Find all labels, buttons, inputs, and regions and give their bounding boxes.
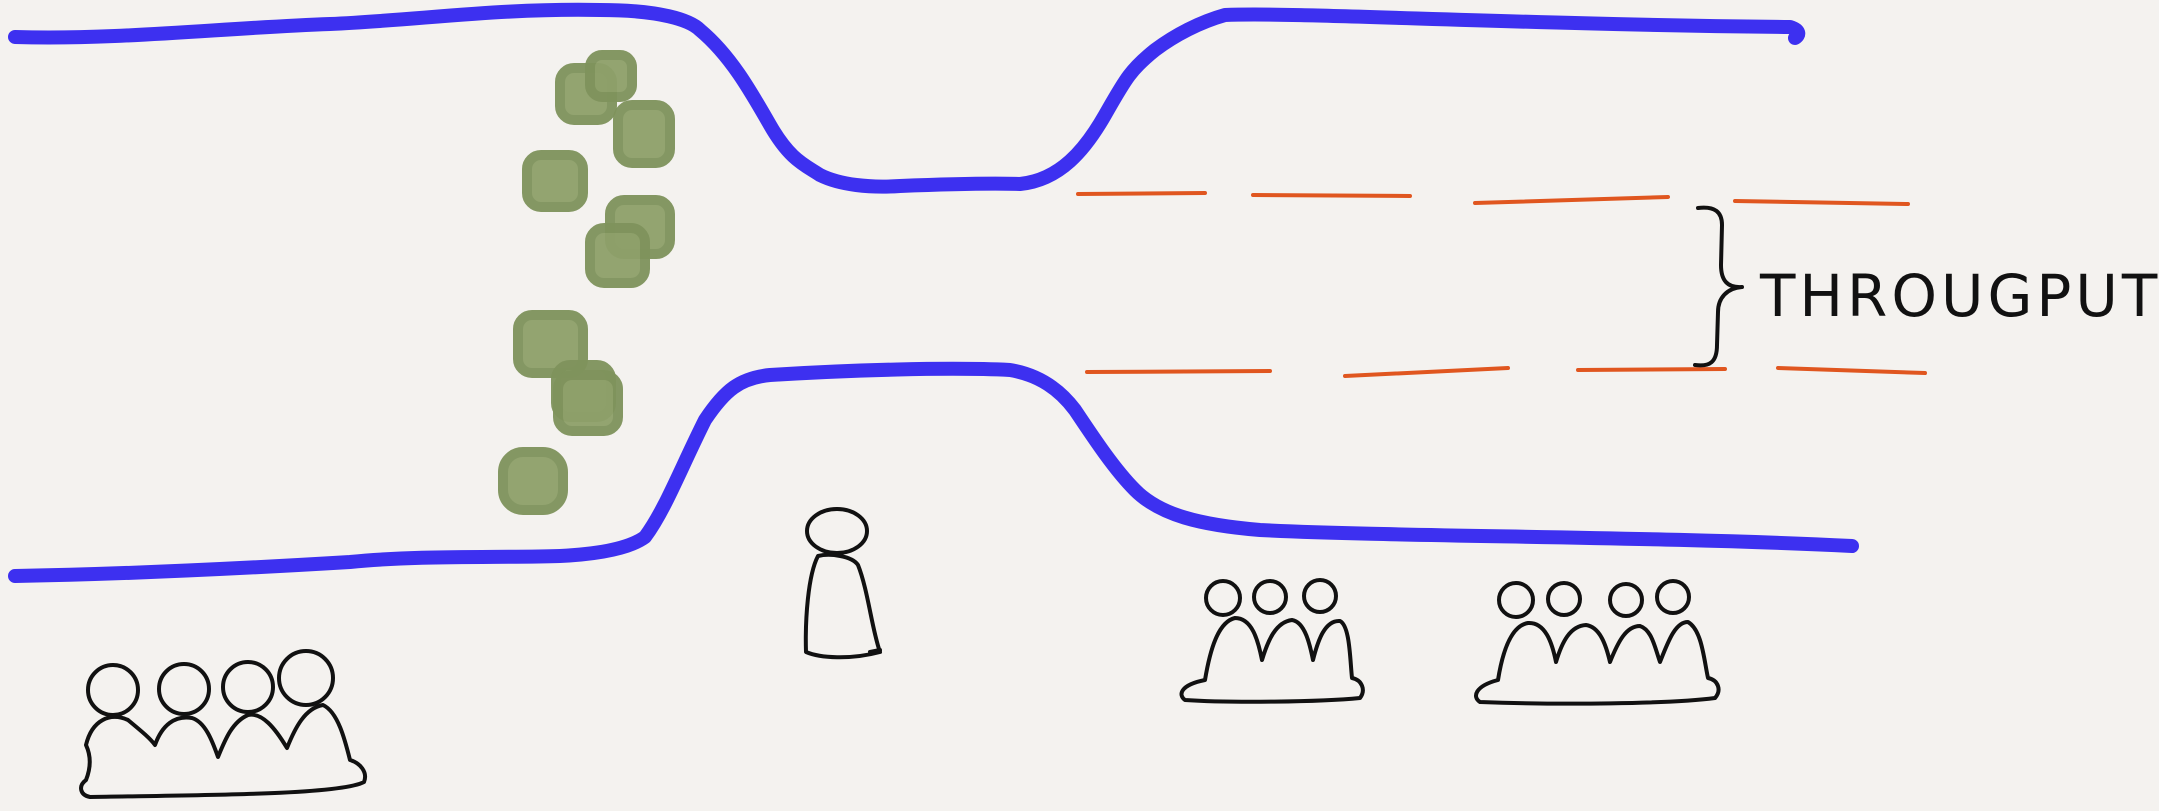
people-group-four-icon <box>1476 581 1719 704</box>
throughput-lower-line <box>1087 368 1925 376</box>
block-icon <box>558 375 618 431</box>
people-group-left-icon <box>81 651 365 797</box>
throughput-upper-line <box>1078 193 1908 204</box>
people-group-three-icon <box>1182 580 1363 702</box>
throughput-label: THROUGPUT <box>1759 262 2159 330</box>
single-person-icon <box>806 509 880 657</box>
blocks-cluster-icon <box>503 55 670 510</box>
brace-icon <box>1695 208 1742 366</box>
block-icon <box>527 155 583 207</box>
block-icon <box>618 105 670 163</box>
pipe-bottom-wall <box>15 369 1852 576</box>
block-icon <box>590 55 632 97</box>
pipe-top-wall <box>15 10 1798 187</box>
block-icon <box>590 228 645 283</box>
block-icon <box>503 452 563 510</box>
